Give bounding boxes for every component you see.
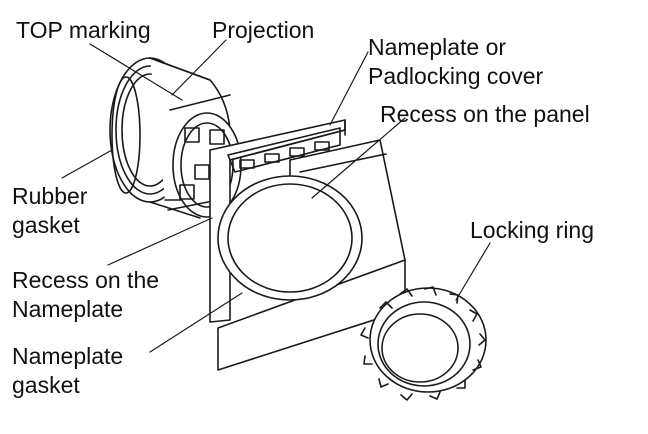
leader-locking-ring [455, 242, 491, 301]
leader-rubber-gasket [61, 149, 113, 179]
leader-projection [171, 39, 227, 96]
label-locking-ring: Locking ring [470, 217, 595, 243]
leader-top-marking [89, 43, 183, 101]
label-recess-nameplate-line2: Nameplate [12, 296, 124, 322]
label-top-marking: TOP marking [16, 17, 151, 43]
rubber-gasket [111, 76, 141, 194]
label-projection: Projection [212, 17, 315, 43]
label-rubber-gasket-line2: gasket [12, 212, 80, 238]
leader-nameplate-cover [329, 51, 369, 126]
leader-nameplate-gasket [149, 292, 243, 353]
label-recess-nameplate-line1: Recess on the [12, 267, 160, 293]
label-rubber-gasket-line1: Rubber [12, 183, 88, 209]
leader-recess-panel [311, 117, 406, 199]
locking-ring [360, 286, 487, 401]
nameplate-gasket [217, 175, 363, 301]
label-nameplate-cover-line1: Nameplate or [368, 34, 507, 60]
leader-recess-nameplate [107, 217, 213, 266]
switch-body [109, 57, 242, 219]
leader-lines [61, 39, 491, 353]
label-nameplate-gasket-line2: gasket [12, 372, 80, 398]
label-recess-panel: Recess on the panel [380, 101, 590, 127]
label-nameplate-cover-line2: Padlocking cover [368, 63, 544, 89]
nameplate-cover [209, 119, 346, 323]
label-nameplate-gasket-line1: Nameplate [12, 343, 124, 369]
